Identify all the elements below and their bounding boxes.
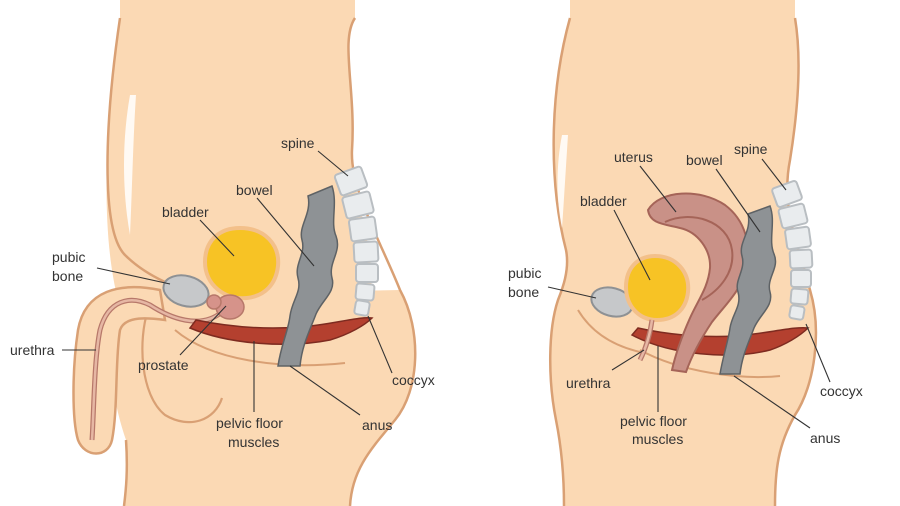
female-urethra-inner xyxy=(638,319,654,361)
female-leader-pubic-bone xyxy=(547,286,597,299)
male-penis xyxy=(72,286,167,455)
male-label-spine: spine xyxy=(281,135,315,151)
male-leader-bladder xyxy=(199,219,235,257)
female-label-pelvic-floor-1: pelvic floor xyxy=(620,413,687,429)
female-label-spine: spine xyxy=(734,141,768,157)
female-label-bowel: bowel xyxy=(686,152,723,168)
female-leader-uterus xyxy=(639,165,677,213)
male-urethra-inner xyxy=(90,299,223,441)
female-thigh-fold xyxy=(577,309,641,353)
female-vertebra xyxy=(790,269,812,288)
female-uterus xyxy=(646,192,750,374)
female-belly-highlight xyxy=(557,135,568,228)
female-spine xyxy=(771,180,814,321)
male-prostate-small xyxy=(206,294,222,310)
male-vertebra xyxy=(341,190,375,220)
male-perineum-line xyxy=(174,329,346,367)
female-label-uterus: uterus xyxy=(614,149,653,165)
male-label-anus: anus xyxy=(362,417,392,433)
female-leader-spine xyxy=(761,158,787,191)
female-label-bladder: bladder xyxy=(580,193,627,209)
male-label-pelvic-floor-2: muscles xyxy=(228,434,279,450)
female-front-outline xyxy=(549,17,572,506)
female-back-outline xyxy=(773,17,818,506)
female-vertebra xyxy=(788,248,814,270)
female-label-pubic-bone-2: bone xyxy=(508,284,539,300)
male-label-pubic-bone-2: bone xyxy=(52,268,83,284)
female-label-pelvic-floor-2: muscles xyxy=(632,431,683,447)
male-vertebra xyxy=(347,215,379,243)
male-label-prostate: prostate xyxy=(138,357,189,373)
male-vertebra xyxy=(333,165,369,197)
male-spine xyxy=(333,165,380,317)
male-leader-spine xyxy=(317,150,349,177)
male-vertebra xyxy=(353,299,371,317)
female-label-coccyx: coccyx xyxy=(820,383,863,399)
male-belly-highlight xyxy=(124,95,136,235)
female-label-pubic-bone-1: pubic xyxy=(508,265,541,281)
male-body-lower xyxy=(108,290,416,506)
male-label-urethra: urethra xyxy=(10,342,55,358)
male-leader-bowel xyxy=(256,197,315,267)
male-back-outline xyxy=(347,17,417,506)
male-vertebra xyxy=(352,240,380,264)
male-label-coccyx: coccyx xyxy=(392,372,435,388)
female-leader-bladder xyxy=(613,209,651,281)
female-body xyxy=(550,0,816,506)
female-vertebra xyxy=(777,202,809,230)
female-perineum-line xyxy=(639,349,781,378)
female-vertebra xyxy=(771,180,803,208)
female-label-anus: anus xyxy=(810,430,840,446)
male-label-bowel: bowel xyxy=(236,182,273,198)
female-uterus-inner xyxy=(664,216,734,301)
male-leader-anus xyxy=(289,365,361,416)
female-leader-coccyx xyxy=(805,323,831,383)
male-leader-prostate xyxy=(179,305,227,356)
female-leader-bowel xyxy=(715,168,761,233)
female-leader-anus xyxy=(733,375,811,429)
male-bladder xyxy=(202,225,281,301)
male-label-pelvic-floor-1: pelvic floor xyxy=(216,415,283,431)
female-vertebra xyxy=(784,225,812,251)
female-bowel xyxy=(719,205,777,375)
male-vertebra xyxy=(354,282,376,302)
male-label-bladder: bladder xyxy=(162,204,209,220)
male-leader-pubic-bone xyxy=(96,267,171,285)
male-bowel xyxy=(277,184,339,367)
female-figure: uterus bowel spine bladder pubic bone ur… xyxy=(508,0,863,506)
male-label-pubic-bone-1: pubic xyxy=(52,249,85,265)
male-thigh-outline xyxy=(141,309,224,424)
female-label-urethra: urethra xyxy=(566,375,611,391)
male-figure: spine bowel bladder pubic bone urethra p… xyxy=(10,0,435,506)
female-vertebra xyxy=(789,287,810,306)
male-front-outline xyxy=(106,17,166,284)
male-leader-coccyx xyxy=(367,315,393,374)
female-leader-urethra xyxy=(611,349,645,371)
male-leg-outline xyxy=(122,439,129,506)
female-vertebra xyxy=(788,304,806,321)
male-pelvic-floor-muscles xyxy=(188,316,374,345)
female-bladder xyxy=(623,253,691,323)
male-vertebra xyxy=(355,263,379,283)
